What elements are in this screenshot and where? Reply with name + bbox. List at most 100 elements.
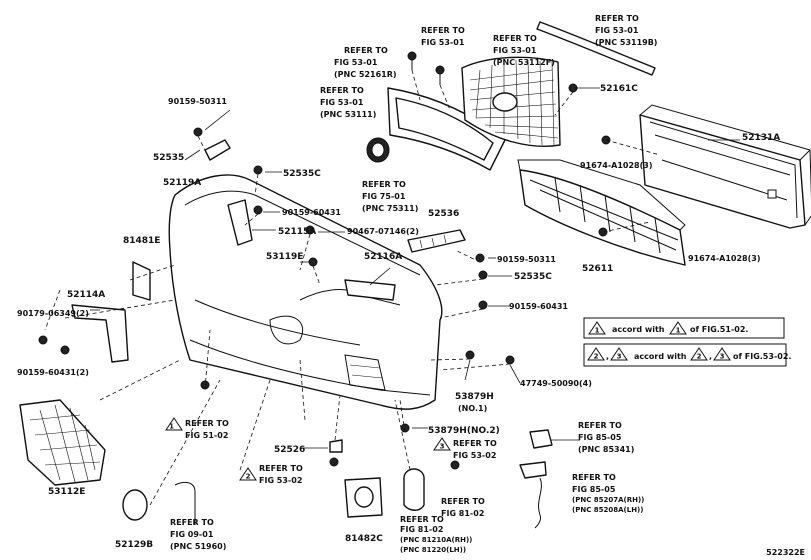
label-90159-50311-upper: 90159-50311 xyxy=(168,97,227,106)
refer-fig8102-line4: (PNC 81220(LH)) xyxy=(400,546,466,554)
note2-marker-d: 3 xyxy=(720,353,725,361)
cover-81482c xyxy=(344,477,383,518)
refer-fig8102-line3: (PNC 81210A(RH)) xyxy=(400,536,472,544)
triangle-marker-2 xyxy=(239,467,257,481)
label-52161c: 52161C xyxy=(600,84,638,94)
diagram-id: 522322E xyxy=(766,548,805,557)
refer-fig8505a-line1: REFER TO xyxy=(578,421,622,430)
refer-fig8505b-line3: (PNC 85207A(RH)) xyxy=(572,496,644,504)
dashed-lines xyxy=(44,69,661,506)
label-52611: 52611 xyxy=(582,264,613,274)
refer-52161r-line2: FIG 53-01 xyxy=(334,58,378,67)
triangle-marker-3 xyxy=(433,437,451,451)
refer-fig5302-left-line2: FIG 53-02 xyxy=(259,476,302,485)
shield-81481e xyxy=(132,261,151,301)
refer-fig5302-left-group: 2 REFER TO FIG 53-02 xyxy=(239,464,303,485)
refer-53112f-line3: (PNC 53112F) xyxy=(493,58,555,67)
triangle-marker-3-text: 3 xyxy=(440,443,445,451)
refer-53119b-line2: FIG 53-01 xyxy=(595,26,639,35)
refer-fig5302-right-line1: REFER TO xyxy=(453,439,497,448)
label-53119e: 53119E xyxy=(266,252,303,262)
label-91674-upper: 91674-A1028(3) xyxy=(580,161,653,170)
refer-53112f-line2: FIG 53-01 xyxy=(493,46,537,55)
refer-53111-line1: REFER TO xyxy=(320,86,364,95)
note2-sep: , xyxy=(606,352,609,361)
radiator-grille-53112f xyxy=(461,56,561,147)
label-52116a: 52116A xyxy=(364,252,402,262)
sensor-parts xyxy=(403,429,553,529)
label-90159-60431-2: 90159-60431(2) xyxy=(17,368,89,377)
note2-marker-c: 2 xyxy=(697,353,702,361)
triangle-marker-2-text: 2 xyxy=(246,473,251,481)
triangle-marker-1 xyxy=(165,417,183,431)
label-52536: 52536 xyxy=(428,209,459,219)
label-53879h-no1: 53879H xyxy=(455,392,494,402)
refer-fig0901-line1: REFER TO xyxy=(170,518,214,527)
bracket-52115a xyxy=(227,199,253,246)
label-90159-60431-lower: 90159-60431 xyxy=(509,302,568,311)
cover-52129b xyxy=(122,489,148,521)
bracket-52536 xyxy=(407,229,466,253)
refer-fig5302-left-line1: REFER TO xyxy=(259,464,303,473)
refer-fig8102-line2: FIG 81-02 xyxy=(400,525,443,534)
label-81481e: 81481E xyxy=(123,236,160,246)
note2-sep2: , xyxy=(709,352,712,361)
note2-marker-b: 3 xyxy=(617,353,622,361)
label-53879h-no1-sub: (NO.1) xyxy=(458,404,487,413)
label-90159-60431-upper: 90159-60431 xyxy=(282,208,341,217)
note1-ref: of FIG.51-02. xyxy=(690,325,748,334)
label-52535: 52535 xyxy=(153,153,184,163)
refer-53112f-line1: REFER TO xyxy=(493,34,537,43)
refer-top-line2: FIG 53-01 xyxy=(421,38,465,47)
refer-53119b-line3: (PNC 53119B) xyxy=(595,38,657,47)
refer-fig8505b-line4: (PNC 85208A(LH)) xyxy=(572,506,643,514)
grille-lower-53112e xyxy=(19,399,106,486)
refer-52161r-line1: REFER TO xyxy=(344,46,388,55)
label-90179: 90179-06349(2) xyxy=(17,309,89,318)
refer-fig8505a-line2: FIG 85-05 xyxy=(578,433,622,442)
refer-fig5302-right-group: 3 REFER TO FIG 53-02 xyxy=(433,437,497,460)
refer-top-line1: REFER TO xyxy=(421,26,465,35)
label-52114a: 52114A xyxy=(67,290,105,300)
label-81482c: 81482C xyxy=(345,534,383,544)
energy-absorber-52611 xyxy=(517,159,686,266)
fasteners xyxy=(38,51,611,525)
label-52129b: 52129B xyxy=(115,540,153,550)
refer-75311-line2: FIG 75-01 xyxy=(362,192,406,201)
bracket-52535 xyxy=(204,139,231,161)
refer-fig8102-small-line2: FIG 81-02 xyxy=(441,509,484,518)
refer-75311-line3: (PNC 75311) xyxy=(362,204,418,213)
note1-accord: accord with xyxy=(612,325,665,334)
refer-53111-line3: (PNC 53111) xyxy=(320,110,376,119)
note1-marker-b: 1 xyxy=(676,327,681,335)
bracket-52114a xyxy=(71,304,129,363)
refer-fig8102-line1: REFER TO xyxy=(400,515,444,524)
refer-fig0901-line2: FIG 09-01 xyxy=(170,530,214,539)
note2-ref: of FIG.53-02. xyxy=(733,352,791,361)
label-53112e: 53112E xyxy=(48,487,85,497)
triangle-marker-1-text: 1 xyxy=(169,423,174,431)
refer-fig5302-right-line2: FIG 53-02 xyxy=(453,451,496,460)
label-90467: 90467-07146(2) xyxy=(347,227,419,236)
bumper-reinforcement-52131a xyxy=(639,104,811,229)
refer-fig5102-line1: REFER TO xyxy=(185,419,229,428)
refer-fig0901-line3: (PNC 51960) xyxy=(170,542,226,551)
refer-75311-line1: REFER TO xyxy=(362,180,406,189)
note1-marker-a: 1 xyxy=(595,327,600,335)
refer-fig5102-group: 1 REFER TO FIG 51-02 xyxy=(165,417,229,440)
label-52131a: 52131A xyxy=(742,133,780,143)
label-52526: 52526 xyxy=(274,445,305,455)
label-52535c-upper: 52535C xyxy=(283,169,321,179)
note2-accord: accord with xyxy=(634,352,687,361)
bracket-52116a xyxy=(344,279,396,301)
refer-52161r-line3: (PNC 52161R) xyxy=(334,70,397,79)
emblem-75311 xyxy=(366,137,390,163)
note-box-1: 1 accord with 1 of FIG.51-02. xyxy=(583,317,785,339)
leader-lines xyxy=(90,87,740,449)
note-box-2: 2 , 3 accord with 2 , 3 of FIG.53-02. xyxy=(583,343,791,367)
molding-strip-53119b xyxy=(536,21,656,76)
label-47749: 47749-50090(4) xyxy=(520,379,592,388)
refer-fig8505b-line2: FIG 85-05 xyxy=(572,485,616,494)
refer-53111-line2: FIG 53-01 xyxy=(320,98,364,107)
grille-frame-53111 xyxy=(387,87,506,171)
